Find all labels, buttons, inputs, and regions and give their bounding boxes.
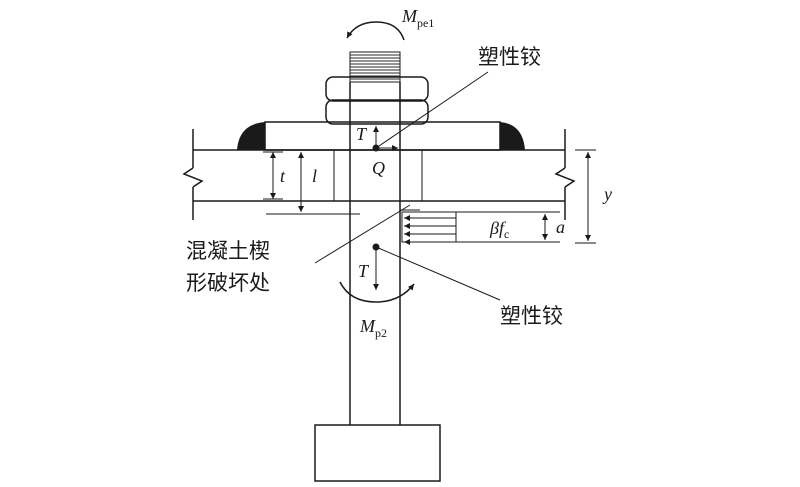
dimension-l: l (266, 152, 360, 215)
svg-text:a: a (556, 217, 565, 237)
bolt-hole (333, 150, 423, 201)
bolt-shank (349, 82, 401, 425)
svg-text:y: y (602, 184, 612, 204)
concrete-wedge-leader (314, 204, 411, 264)
washer-plate (264, 121, 501, 151)
dimension-a: a (542, 214, 565, 240)
plastic-hinge-top-label: 塑性铰 (478, 45, 541, 69)
dimension-y: y (575, 149, 612, 244)
double-nut (325, 76, 429, 125)
concrete-wedge-label-2: 形破坏处 (186, 271, 270, 295)
stress-label: βfc (489, 218, 509, 241)
moment-top-arrow (346, 21, 405, 41)
weld-right (500, 122, 525, 150)
moment-bottom-arrow (339, 281, 415, 303)
bolt-head (314, 424, 441, 482)
moment-top-label: Mpe1 (401, 6, 434, 30)
hinge-bottom-leader (375, 246, 501, 301)
shear-label: Q (372, 158, 385, 178)
hinge-top-leader (375, 71, 489, 149)
bolt-thread (349, 51, 401, 83)
plastic-hinge-bottom-label: 塑性铰 (500, 304, 563, 328)
concrete-wedge-label-1: 混凝土楔 (186, 239, 270, 263)
moment-bottom-label: Mp2 (359, 316, 387, 340)
flange-plate (182, 129, 576, 220)
svg-text:l: l (312, 166, 317, 186)
weld-left (237, 122, 265, 150)
svg-text:t: t (280, 166, 286, 186)
dimension-t: t (263, 151, 286, 200)
tension-top-label: T (356, 124, 368, 144)
stress-block (401, 211, 560, 245)
tension-bottom-label: T (358, 261, 370, 281)
